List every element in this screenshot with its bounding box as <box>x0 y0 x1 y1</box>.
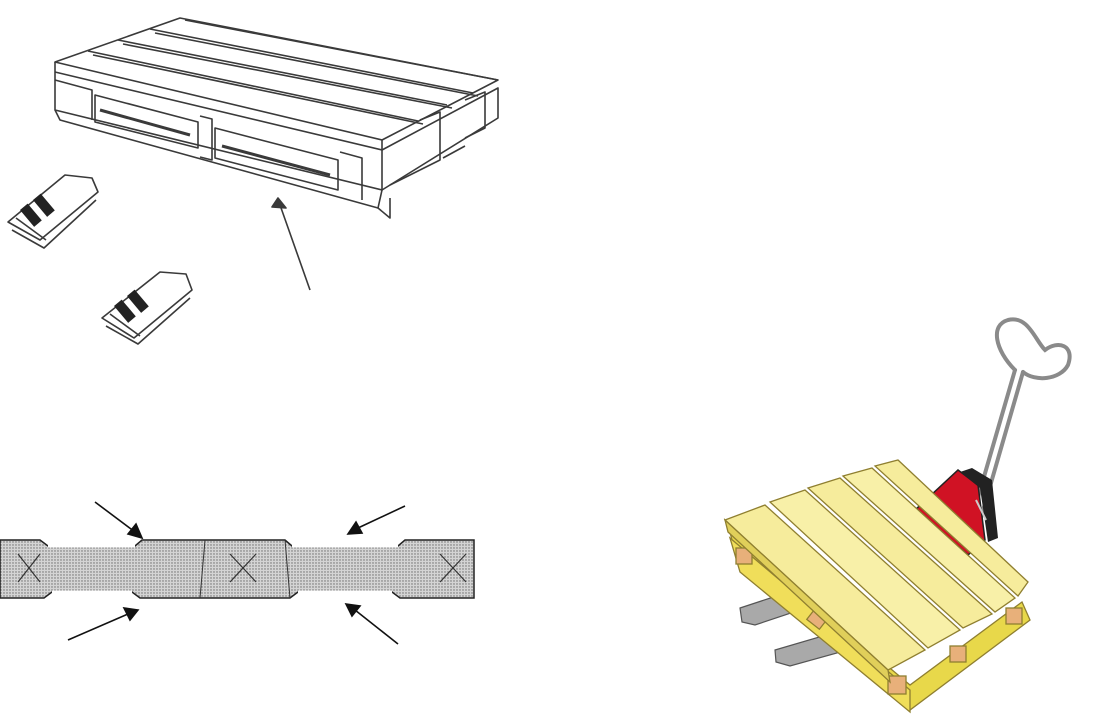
board-cross-section <box>0 501 475 645</box>
pallet-front-face <box>54 72 499 219</box>
section-shape <box>0 539 475 599</box>
pointer-arrow <box>271 197 311 291</box>
deck-boards <box>54 17 499 151</box>
fork-tip-2 <box>101 271 193 345</box>
pallet-line-drawing <box>7 17 499 345</box>
pallet-truck-panel <box>710 310 1090 718</box>
yellow-pallet <box>723 459 1031 714</box>
cross-section-panel <box>0 490 480 660</box>
fork-tip-1 <box>7 174 99 249</box>
section-arrows <box>67 501 406 645</box>
pallet-drawing-panel <box>0 0 520 360</box>
pallet-truck-illustration <box>723 317 1072 714</box>
